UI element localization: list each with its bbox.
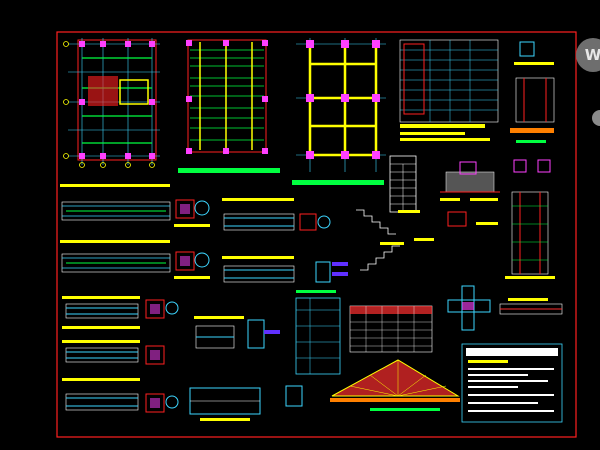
beam-elevation-4: [62, 340, 165, 365]
footing-schedule: [389, 155, 417, 213]
beam-elevation-3: [62, 296, 179, 329]
title-block: [461, 343, 563, 423]
column-schedule-table: [399, 39, 499, 141]
stirrup-detail-table: [295, 290, 341, 375]
roof-truss-elevation: [330, 359, 460, 411]
beam-elevation-center-1: [222, 198, 331, 231]
drawing-frame: [56, 31, 577, 438]
beam-elevation-center-4: [189, 385, 303, 421]
beam-elevation-1: [60, 184, 210, 227]
footing-section: [440, 161, 500, 227]
beam-elevation-2: [60, 240, 210, 279]
column-detail-top-right: [510, 41, 555, 143]
navigation-bar-icon[interactable]: [592, 110, 600, 126]
foundation-plan-1: [63, 38, 160, 168]
rebar-schedule-table: [349, 305, 433, 353]
column-joint-detail: [447, 285, 563, 331]
beam-plan-2: [178, 39, 280, 173]
column-elevation-right: [505, 159, 555, 279]
beam-elevation-5: [62, 378, 179, 413]
structural-plan-3: [292, 38, 386, 185]
compass-w-icon[interactable]: W: [576, 38, 600, 72]
beam-elevation-center-2: [222, 256, 348, 283]
beam-elevation-center-3: [194, 316, 280, 349]
stair-section: [356, 209, 434, 271]
